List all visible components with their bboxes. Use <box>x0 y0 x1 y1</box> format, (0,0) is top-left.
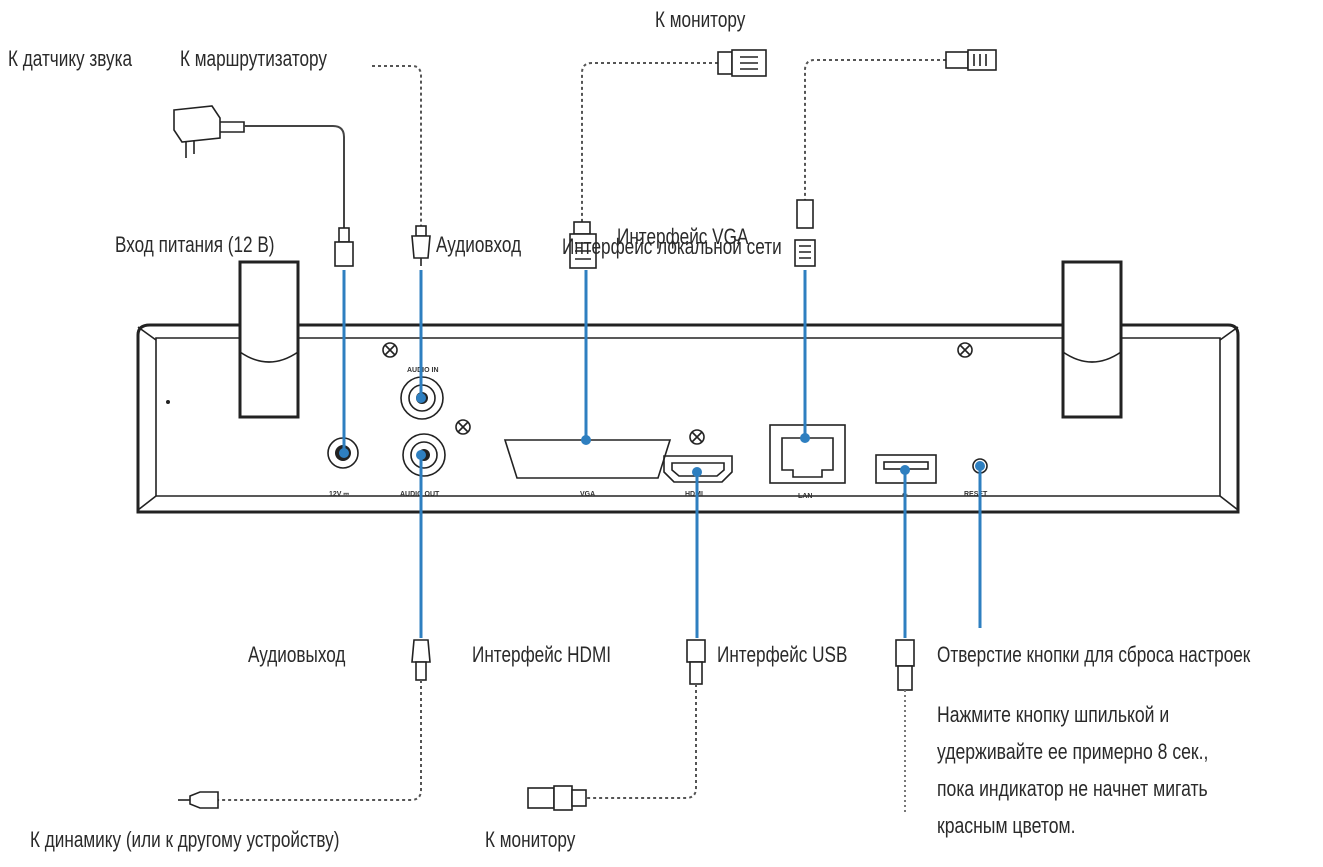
power-cable <box>244 125 345 228</box>
audio-out-cable <box>218 680 422 801</box>
label-to-router: К маршрутизатору <box>180 46 327 71</box>
reset-note-line: Нажмите кнопку шпилькой и <box>937 702 1170 727</box>
hdmi-port <box>663 455 733 483</box>
reset-note-line: красным цветом. <box>937 813 1076 838</box>
screw-icon <box>689 429 705 445</box>
reset-note-line: удерживайте ее примерно 8 сек., <box>937 739 1209 764</box>
hdmi-cable <box>586 684 697 799</box>
device-body <box>136 323 1240 514</box>
reset-note-line: пока индикатор не начнет мигать <box>937 776 1208 801</box>
label-to-monitor-bottom: К монитору <box>485 827 576 852</box>
port-caption-power: 12V ⎓ <box>329 491 349 498</box>
rca-plug-icon <box>411 225 431 266</box>
rca-plug-icon-audio-out <box>411 639 431 681</box>
label-usb-interface: Интерфейс USB <box>717 642 848 667</box>
label-to-speaker: К динамику (или к другому устройству) <box>30 827 340 852</box>
label-vga-interface: Интерфейс VGA <box>617 224 749 249</box>
label-lan-interface: Интерфейс локальной сети <box>562 234 782 259</box>
vga-cable <box>581 62 718 222</box>
audio-in-cable <box>372 65 422 226</box>
port-caption-lan: LAN <box>798 493 812 500</box>
label-reset-hole: Отверстие кнопки для сброса настроек <box>937 642 1251 667</box>
rj45-plug-icon-bottom <box>794 199 816 267</box>
dc-plug-icon <box>334 227 354 267</box>
rca-plug-icon-speaker <box>178 791 219 809</box>
label-audio-input: Аудиовход <box>436 232 522 257</box>
port-caption-audio-in: AUDIO IN <box>407 367 439 374</box>
usb-plug-icon <box>895 639 915 691</box>
port-caption-hdmi: HDMI <box>685 491 703 498</box>
screw-icon <box>455 419 471 435</box>
leader-lines <box>339 270 985 638</box>
power-adapter-icon <box>173 105 245 158</box>
label-power-input: Вход питания (12 В) <box>115 232 275 257</box>
lan-port <box>769 424 846 484</box>
antenna-right <box>1061 260 1123 419</box>
rj45-plug-icon-top <box>945 49 997 71</box>
hdmi-plug-icon-device <box>686 639 706 685</box>
label-to-sound-sensor: К датчику звука <box>8 46 132 71</box>
screw-icon <box>382 342 398 358</box>
vga-plug-icon-top <box>717 49 767 77</box>
antenna-left <box>238 260 300 419</box>
hdmi-plug-icon-monitor <box>527 785 587 811</box>
vga-port <box>503 439 672 479</box>
label-to-monitor-top: К монитору <box>655 7 746 32</box>
port-caption-reset: RESET <box>964 491 988 498</box>
port-caption-vga: VGA <box>580 491 595 498</box>
screw-icon <box>957 342 973 358</box>
screws <box>382 342 973 445</box>
vga-plug-icon-bottom <box>569 221 597 269</box>
label-audio-output: Аудиовыход <box>248 642 346 667</box>
label-hdmi-interface: Интерфейс HDMI <box>472 642 612 667</box>
lan-cable <box>804 59 946 200</box>
